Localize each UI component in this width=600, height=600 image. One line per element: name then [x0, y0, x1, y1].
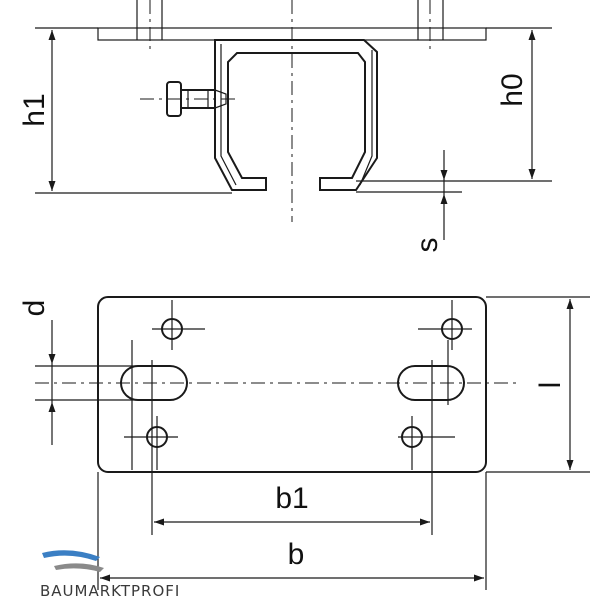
rail-profile-inner: [220, 44, 373, 186]
dim-h0: h0: [356, 27, 552, 182]
dim-b: b: [97, 472, 487, 590]
right-slot: [397, 365, 465, 401]
hole-top-right: [418, 300, 472, 350]
set-screw: [140, 81, 240, 117]
top-view: d l b1 b: [18, 296, 590, 590]
label-h0: h0: [496, 73, 529, 106]
hole-top-left: [152, 300, 205, 350]
logo-swoosh-grey: [54, 563, 104, 572]
logo-swoosh-blue: [42, 550, 100, 561]
side-view: h1 h0 s: [18, 0, 552, 253]
label-b: b: [288, 538, 305, 571]
baumarktprofi-logo: BAUMARKTPROFI: [40, 550, 180, 600]
hole-bottom-right: [398, 416, 455, 470]
dim-b1: b1: [154, 482, 430, 526]
dim-l: l: [486, 296, 590, 473]
label-h1: h1: [18, 93, 51, 126]
hole-bottom-left: [124, 416, 178, 470]
dim-s: s: [356, 150, 462, 253]
label-s: s: [411, 238, 444, 253]
plate-hole-lines: [136, 0, 444, 52]
logo-text: BAUMARKTPROFI: [40, 582, 180, 600]
dim-h1: h1: [18, 27, 232, 194]
label-d: d: [18, 300, 51, 317]
plate-outline: [97, 296, 487, 473]
left-slot: [120, 365, 188, 401]
label-b1: b1: [275, 482, 308, 515]
dim-d: d: [18, 300, 140, 445]
rail-profile-outer: [214, 39, 378, 191]
label-l: l: [534, 382, 567, 389]
